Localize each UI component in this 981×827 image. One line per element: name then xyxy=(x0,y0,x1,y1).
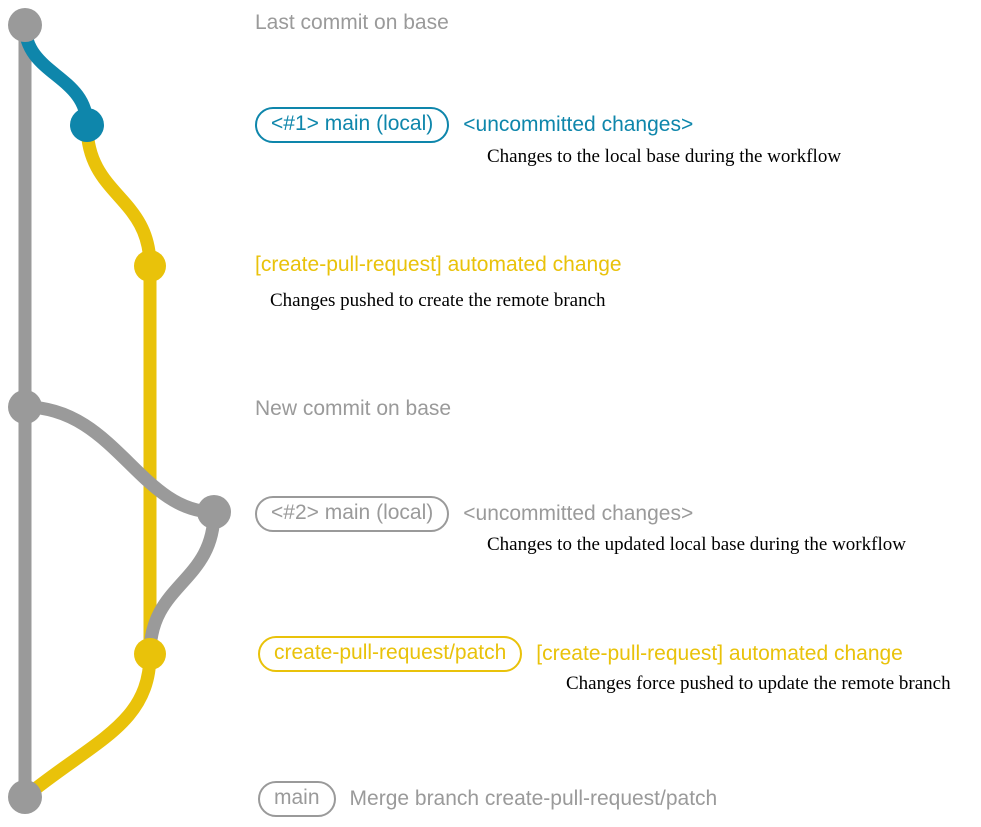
commit-row-automated-change-2: create-pull-request/patch [create-pull-r… xyxy=(258,636,903,673)
commit-subject: [create-pull-request] automated change xyxy=(536,642,903,665)
patch-branch-line-upper xyxy=(80,118,157,273)
commit-node-local-1[interactable] xyxy=(70,108,104,142)
patch-to-merge-line xyxy=(18,647,157,804)
rebase-to-patch-line xyxy=(143,505,221,661)
commit-node-patch-2[interactable] xyxy=(134,638,166,670)
commit-note-local-2: Changes to the updated local base during… xyxy=(487,534,906,555)
commit-row-new-commit-on-base: New commit on base xyxy=(255,397,452,420)
commit-subject: New commit on base xyxy=(255,397,452,420)
commit-node-patch-1[interactable] xyxy=(134,250,166,282)
commit-subject: Merge branch create-pull-request/patch xyxy=(349,787,718,810)
rebase-branch-line xyxy=(18,400,221,519)
commit-note-automated-2: Changes force pushed to update the remot… xyxy=(566,673,951,694)
ref-badge-create-pull-request-patch[interactable]: create-pull-request/patch xyxy=(258,636,523,673)
commit-note-automated-1: Changes pushed to create the remote bran… xyxy=(270,290,606,311)
ref-badge-main-local-1[interactable]: <#1> main (local) xyxy=(255,107,450,144)
commit-subject: <uncommitted changes> xyxy=(463,502,694,525)
commit-row-local-uncommitted-2: <#2> main (local) <uncommitted changes> xyxy=(255,496,694,533)
commit-row-local-uncommitted-1: <#1> main (local) <uncommitted changes> xyxy=(255,107,694,144)
commit-row-merge-commit: main Merge branch create-pull-request/pa… xyxy=(258,781,718,818)
ref-badge-main[interactable]: main xyxy=(258,781,336,818)
commit-subject: <uncommitted changes> xyxy=(463,113,694,136)
commit-node-merge[interactable] xyxy=(8,780,42,814)
commit-node-base-head[interactable] xyxy=(8,8,42,42)
commit-node-local-2[interactable] xyxy=(197,495,231,529)
blue-branch-line xyxy=(18,18,94,132)
commit-node-base-new[interactable] xyxy=(8,390,42,424)
ref-badge-main-local-2[interactable]: <#2> main (local) xyxy=(255,496,450,533)
commit-subject: Last commit on base xyxy=(255,11,449,34)
commit-row-automated-change-1: [create-pull-request] automated change xyxy=(255,253,622,276)
commit-subject: [create-pull-request] automated change xyxy=(255,253,622,276)
commit-row-last-commit-on-base: Last commit on base xyxy=(255,11,449,34)
commit-note-local-1: Changes to the local base during the wor… xyxy=(487,146,842,167)
